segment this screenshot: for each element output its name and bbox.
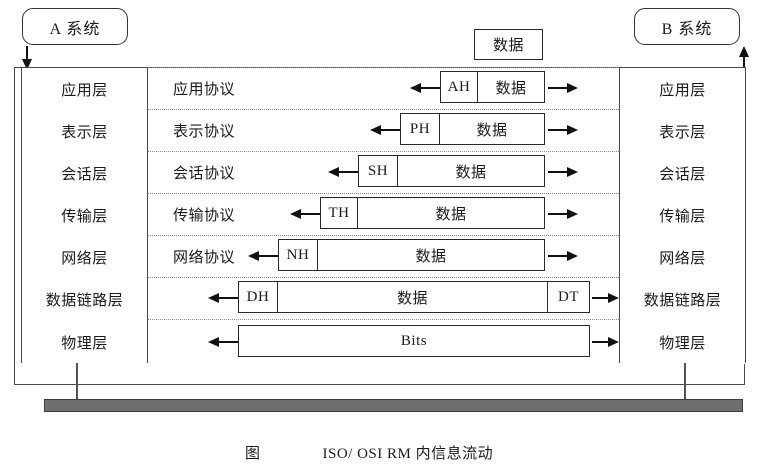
right-layer-session[interactable]: 会话层	[620, 152, 745, 195]
left-layer-label: 会话层	[61, 166, 108, 183]
arrow-left-datalink	[208, 293, 238, 303]
arrow-right-presentation	[548, 125, 578, 135]
pdu-payload-physical: Bits	[238, 325, 590, 357]
arrow-left-application	[410, 83, 440, 93]
pdu-original-data: 数据	[474, 29, 543, 60]
arrow-right-session	[548, 167, 578, 177]
arrow-right-network	[548, 251, 578, 261]
protocol-label-network: 网络协议	[173, 250, 236, 266]
pdu-payload-session: 数据	[398, 155, 545, 187]
right-layer-transport[interactable]: 传输层	[620, 194, 745, 237]
left-layer-presentation[interactable]: 表示层	[22, 110, 147, 153]
system-label-a: A 系统	[22, 8, 128, 45]
protocol-label-session: 会话协议	[173, 166, 236, 182]
pdu-header-ah: AH	[440, 71, 478, 103]
pdu-payload-network: 数据	[318, 239, 545, 271]
pdu-payload-application: 数据	[478, 71, 545, 103]
protocol-label-transport: 传输协议	[173, 208, 236, 224]
left-layer-label: 数据链路层	[45, 292, 124, 309]
left-layer-application[interactable]: 应用层	[22, 68, 147, 111]
arrow-left-session	[328, 167, 358, 177]
right-layer-label: 数据链路层	[643, 292, 722, 309]
pdu-payload-transport: 数据	[358, 197, 545, 229]
right-layer-presentation[interactable]: 表示层	[620, 110, 745, 153]
medium-link-right	[684, 363, 686, 410]
pdu-header-dh: DH	[238, 281, 278, 313]
left-layer-network[interactable]: 网络层	[22, 236, 147, 279]
peer-rule-6	[148, 319, 619, 320]
peer-rule-4	[148, 235, 619, 236]
pdu-trailer-dt: DT	[548, 281, 590, 313]
left-layer-label: 表示层	[61, 124, 108, 141]
arrow-left-physical	[208, 337, 238, 347]
layer-stack-right: 应用层 表示层 会话层 传输层 网络层 数据链路层 物理层	[619, 67, 746, 364]
peer-rule-top	[148, 67, 619, 68]
system-label-a-text: A 系统	[49, 20, 101, 38]
arrow-right-physical	[592, 337, 619, 347]
left-layer-physical[interactable]: 物理层	[22, 320, 147, 364]
arrow-out-of-system-b	[739, 46, 749, 70]
arrow-right-transport	[548, 209, 578, 219]
right-layer-label: 网络层	[659, 250, 706, 267]
protocol-label-presentation: 表示协议	[173, 124, 236, 140]
right-layer-label: 物理层	[659, 335, 706, 352]
pdu-header-nh: NH	[278, 239, 318, 271]
right-layer-application[interactable]: 应用层	[620, 68, 745, 111]
pdu-header-ph: PH	[400, 113, 440, 145]
figure-caption: 图 ISO/ OSI RM 内信息流动	[245, 440, 493, 464]
right-layer-label: 传输层	[659, 208, 706, 225]
left-layer-label: 传输层	[61, 208, 108, 225]
peer-rule-2	[148, 151, 619, 152]
pdu-header-th: TH	[320, 197, 358, 229]
right-layer-physical[interactable]: 物理层	[620, 320, 745, 364]
peer-rule-1	[148, 109, 619, 110]
arrow-left-presentation	[370, 125, 400, 135]
left-layer-datalink[interactable]: 数据链路层	[22, 278, 147, 321]
layer-stack-left: 应用层 表示层 会话层 传输层 网络层 数据链路层 物理层	[21, 67, 148, 364]
system-label-b-text: B 系统	[661, 20, 713, 38]
left-layer-label: 网络层	[61, 250, 108, 267]
arrow-right-datalink	[592, 293, 619, 303]
pdu-payload-presentation: 数据	[440, 113, 545, 145]
right-layer-network[interactable]: 网络层	[620, 236, 745, 279]
transmission-medium-bar	[44, 399, 743, 412]
caption-text: ISO/ OSI RM 内信息流动	[322, 445, 494, 462]
right-layer-label: 表示层	[659, 124, 706, 141]
peer-rule-5	[148, 277, 619, 278]
left-layer-session[interactable]: 会话层	[22, 152, 147, 195]
pdu-original-data-label: 数据	[492, 38, 524, 54]
pdu-header-sh: SH	[358, 155, 398, 187]
medium-link-left	[76, 363, 78, 410]
arrow-left-network	[248, 251, 278, 261]
left-layer-label: 应用层	[61, 82, 108, 99]
protocol-label-application: 应用协议	[173, 82, 236, 98]
system-label-b: B 系统	[634, 8, 740, 45]
left-layer-label: 物理层	[61, 335, 108, 352]
arrow-left-transport	[290, 209, 320, 219]
arrow-right-application	[548, 83, 578, 93]
arrow-into-system-a	[22, 46, 32, 70]
right-layer-datalink[interactable]: 数据链路层	[620, 278, 745, 321]
left-layer-transport[interactable]: 传输层	[22, 194, 147, 237]
caption-prefix: 图	[245, 445, 261, 462]
pdu-payload-datalink: 数据	[278, 281, 548, 313]
peer-rule-3	[148, 193, 619, 194]
right-layer-label: 会话层	[659, 166, 706, 183]
right-layer-label: 应用层	[659, 82, 706, 99]
